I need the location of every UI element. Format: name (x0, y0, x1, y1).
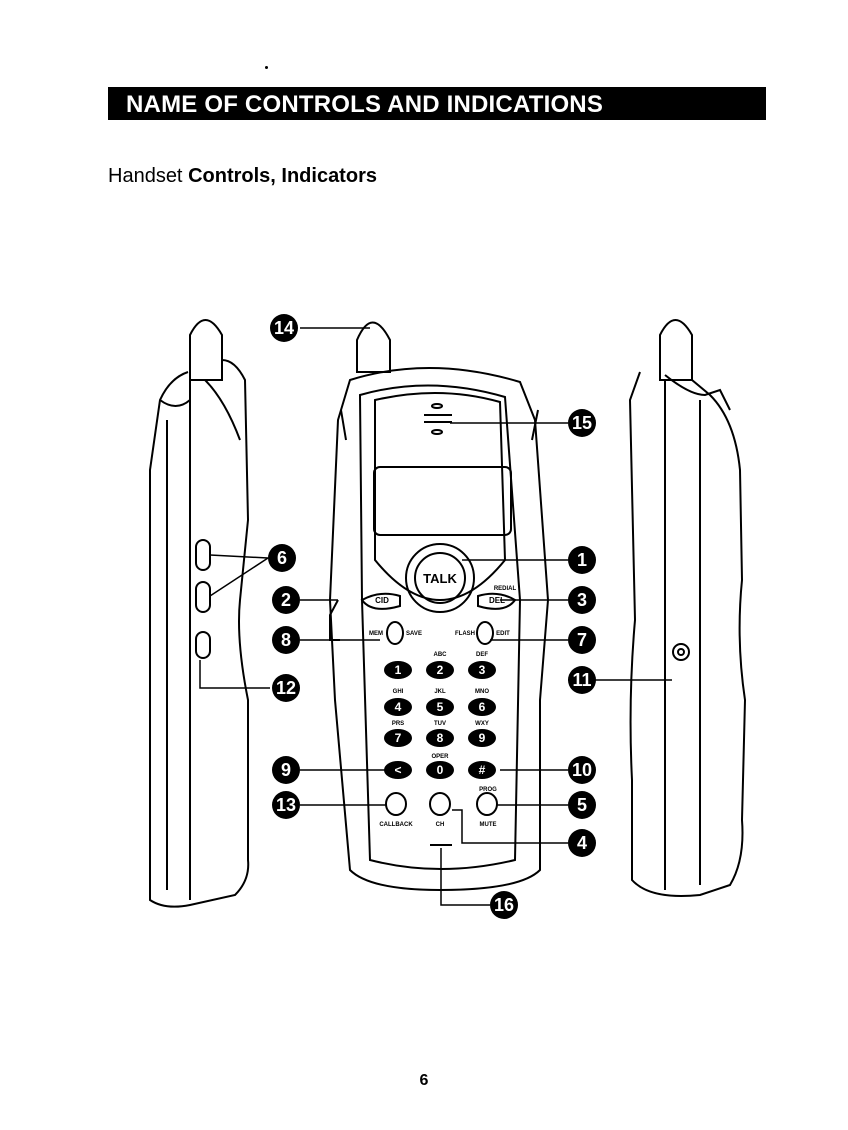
callout-13: 13 (276, 795, 296, 815)
label-ch: CH (436, 822, 445, 828)
callout-7: 7 (577, 630, 587, 650)
label-oper: OPER (431, 754, 449, 760)
del-button[interactable]: DEL (489, 596, 505, 605)
label-callback: CALLBACK (379, 822, 413, 828)
key-8[interactable]: 8 (437, 731, 444, 745)
callout-5: 5 (577, 795, 587, 815)
callout-6: 6 (277, 548, 287, 568)
callout-15: 15 (572, 413, 592, 433)
callout-12: 12 (276, 678, 296, 698)
label-prog: PROG (479, 787, 497, 793)
key-0[interactable]: 0 (437, 763, 444, 777)
handset-left-side-view (150, 320, 248, 907)
label-redial: REDIAL (494, 586, 517, 592)
label-abc: ABC (434, 652, 448, 658)
callout-4: 4 (577, 833, 587, 853)
label-mno: MNO (475, 689, 489, 695)
page-number: 6 (0, 1072, 848, 1090)
callout-3: 3 (577, 590, 587, 610)
callout-8: 8 (281, 630, 291, 650)
key-star[interactable]: < (394, 763, 401, 777)
key-5[interactable]: 5 (437, 700, 444, 714)
key-6[interactable]: 6 (479, 700, 486, 714)
callout-16: 16 (494, 895, 514, 915)
callout-2: 2 (281, 590, 291, 610)
key-2[interactable]: 2 (437, 663, 444, 677)
callout-9: 9 (281, 760, 291, 780)
label-jkl: JKL (434, 689, 446, 695)
key-7[interactable]: 7 (395, 731, 402, 745)
handset-right-side-view (630, 320, 745, 896)
callout-11: 11 (572, 670, 591, 690)
label-tuv: TUV (434, 721, 446, 727)
label-mem: MEM (369, 631, 383, 637)
key-hash[interactable]: # (479, 763, 486, 777)
label-prs: PRS (392, 721, 404, 727)
label-mute: MUTE (480, 822, 497, 828)
talk-button[interactable]: TALK (423, 571, 457, 586)
label-save: SAVE (406, 631, 422, 637)
label-flash: FLASH (455, 631, 475, 637)
key-4[interactable]: 4 (395, 700, 402, 714)
key-9[interactable]: 9 (479, 731, 486, 745)
keypad: 1 2 3 4 5 6 7 8 9 < 0 # ABC DEF GHI JKL … (384, 652, 496, 779)
callout-14: 14 (274, 318, 294, 338)
label-edit: EDIT (496, 631, 510, 637)
callout-1: 1 (577, 550, 587, 570)
key-1[interactable]: 1 (395, 663, 402, 677)
label-wxy: WXY (475, 721, 489, 727)
label-ghi: GHI (393, 689, 404, 695)
label-def: DEF (476, 652, 488, 658)
key-3[interactable]: 3 (479, 663, 486, 677)
callout-10: 10 (572, 760, 592, 780)
cid-button[interactable]: CID (375, 596, 389, 605)
